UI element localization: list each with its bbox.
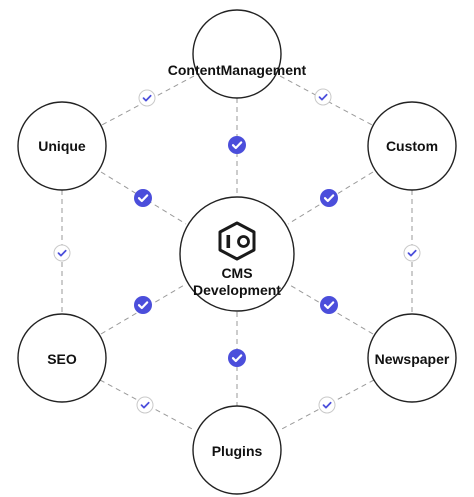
node-circle-custom [367, 101, 457, 191]
check-icon [138, 89, 156, 107]
center-circle [179, 196, 295, 312]
center-label-line1: CMS [221, 265, 253, 281]
node-label-content-management: ContentManagement [167, 62, 307, 78]
check-icon [320, 189, 338, 207]
check-icon [318, 396, 336, 414]
check-icon [136, 396, 154, 414]
check-icon [403, 244, 421, 262]
node-circle-seo [17, 313, 107, 403]
node-circle-plugins [192, 405, 282, 495]
node-circle-content-management [192, 9, 282, 99]
center-label-line2: Development [193, 282, 281, 298]
check-icon [134, 296, 152, 314]
node-label-seo: SEO [47, 351, 77, 367]
node-circle-unique [17, 101, 107, 191]
check-icon [228, 136, 246, 154]
logo-hexagon-icon [218, 221, 256, 261]
spoke-badges [134, 136, 338, 367]
check-icon [53, 244, 71, 262]
check-icon [314, 88, 332, 106]
node-label-custom: Custom [385, 138, 439, 154]
node-label-newspaper: Newspaper [374, 351, 450, 367]
node-label-plugins: Plugins [211, 443, 263, 459]
check-icon [134, 189, 152, 207]
node-label-unique: Unique [38, 138, 86, 154]
check-icon [228, 349, 246, 367]
check-icon [320, 296, 338, 314]
ring-badges [53, 88, 421, 414]
node-circle-newspaper [367, 313, 457, 403]
